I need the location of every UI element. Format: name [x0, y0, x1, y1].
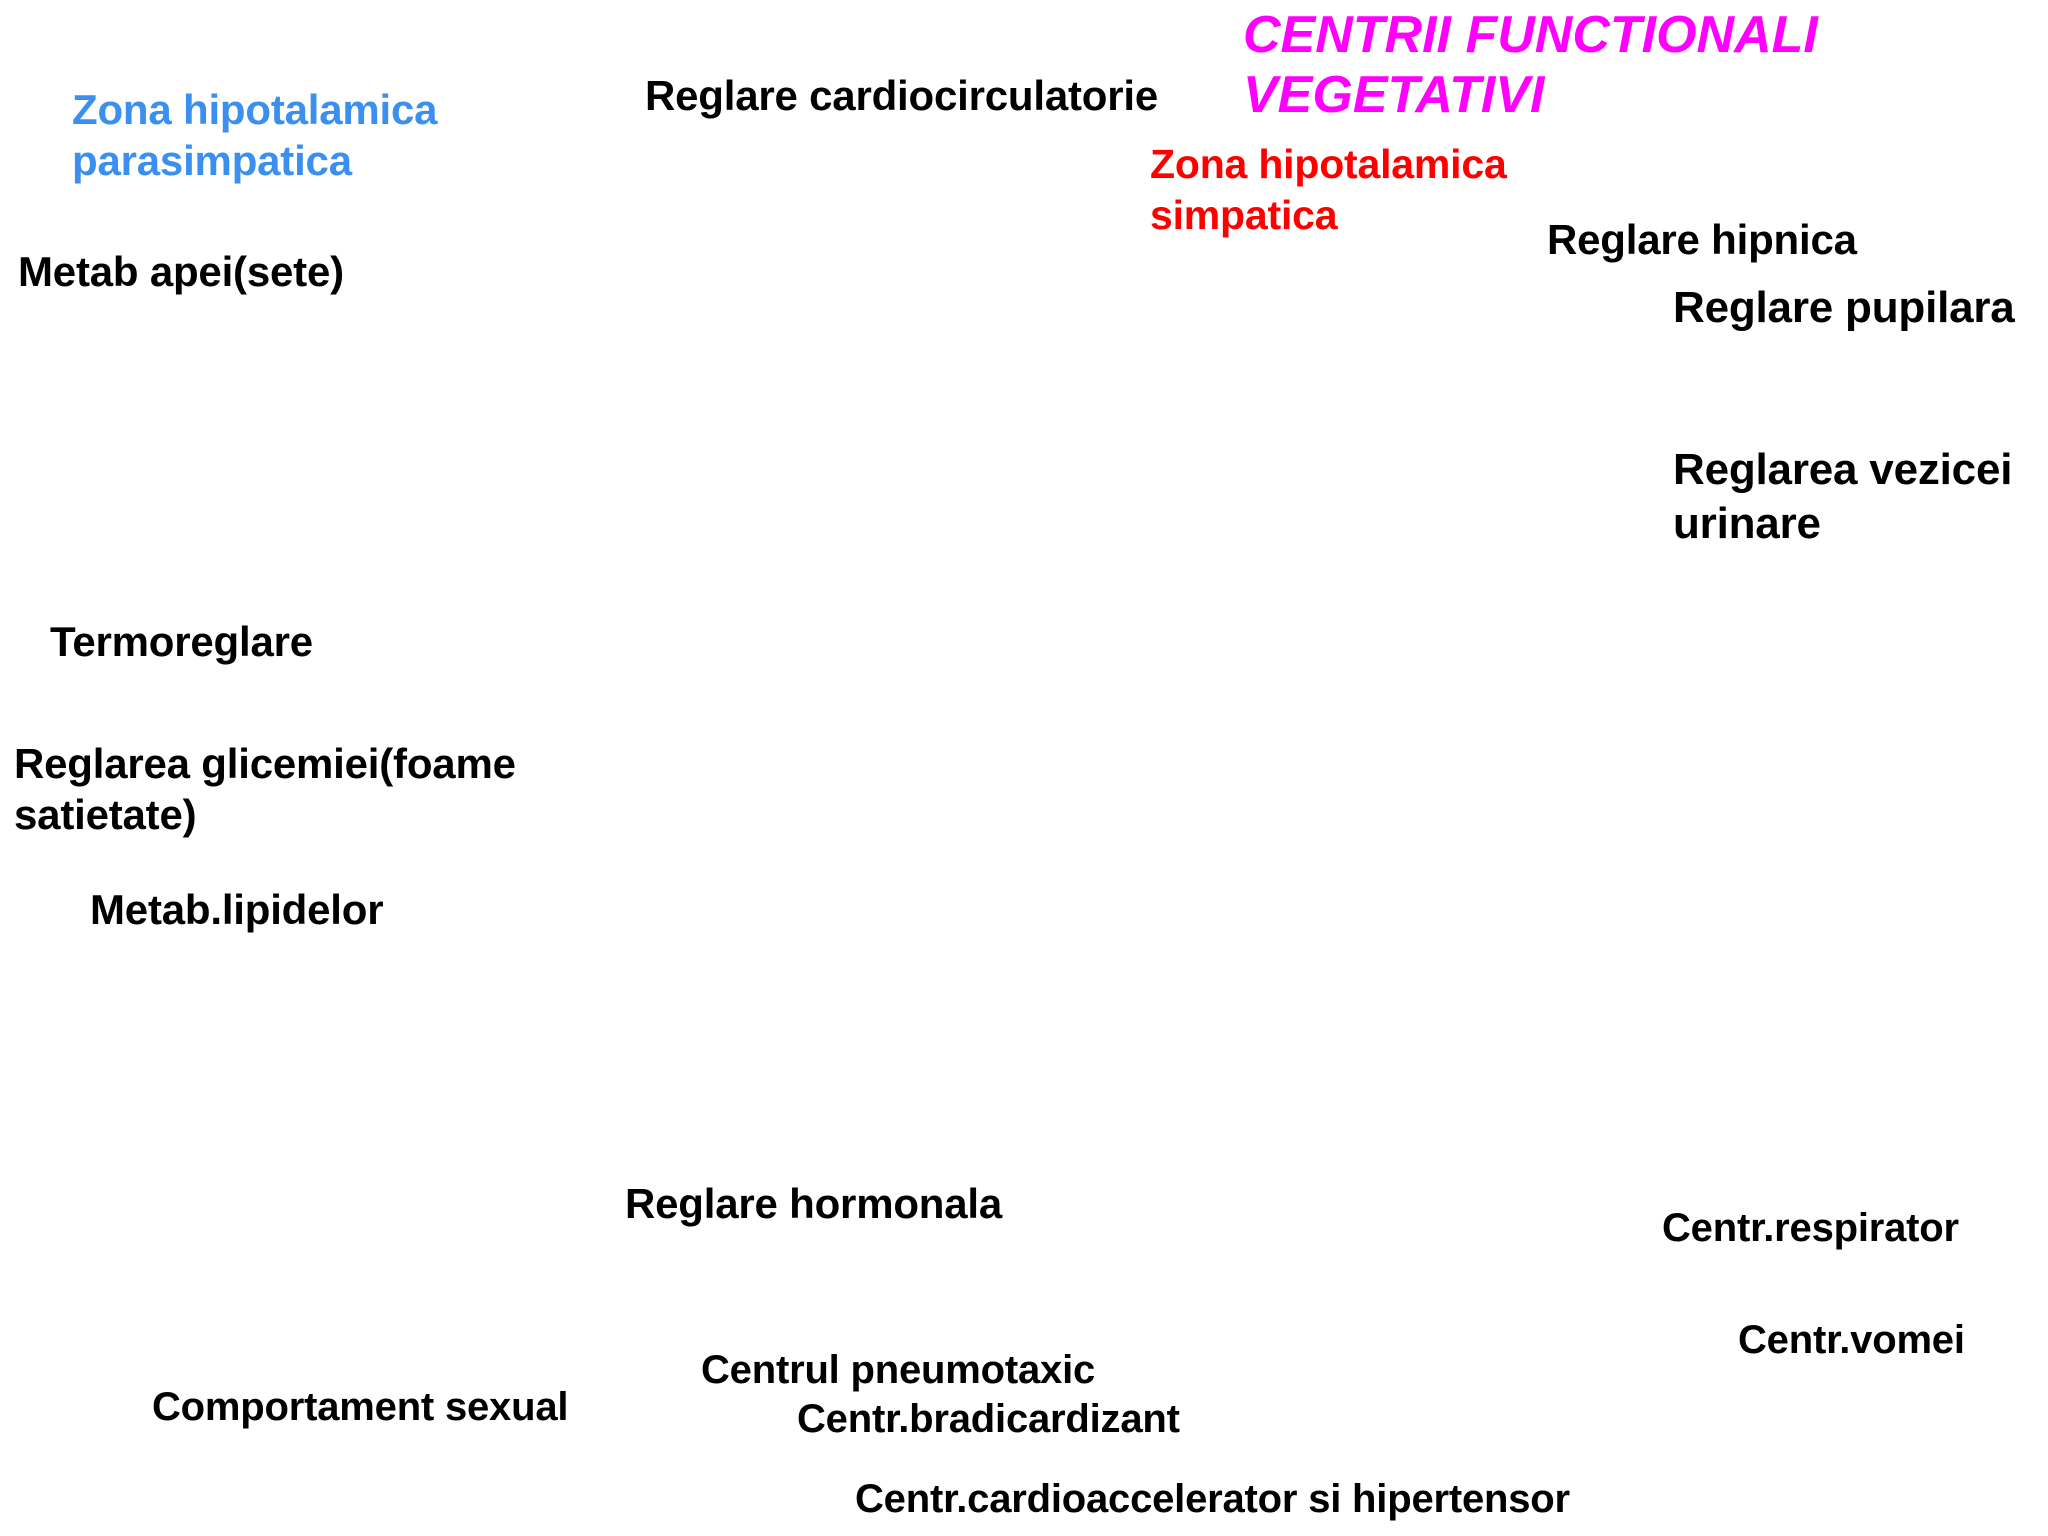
- label-comportament-sexual: Comportament sexual: [152, 1385, 569, 1429]
- label-termoreglare: Termoreglare: [50, 618, 313, 665]
- label-reglare-pupilara: Reglare pupilara: [1673, 283, 2015, 332]
- label-zona-hipotalamica-parasimpatica: Zona hipotalamica parasimpatica: [72, 86, 438, 185]
- label-centrul-pneumotaxic: Centrul pneumotaxic: [701, 1348, 1096, 1392]
- label-centr-respirator: Centr.respirator: [1662, 1206, 1959, 1250]
- slide-title: CENTRII FUNCTIONALI VEGETATIVI: [1243, 6, 1818, 124]
- label-centr-cardioaccelerator-si-hipertensor: Centr.cardioaccelerator si hipertensor: [855, 1477, 1570, 1521]
- label-reglare-hipnica: Reglare hipnica: [1547, 216, 1857, 263]
- label-reglarea-glicemiei: Reglarea glicemiei(foame satietate): [14, 740, 516, 839]
- label-metab-apei: Metab apei(sete): [18, 248, 344, 295]
- label-metab-lipidelor: Metab.lipidelor: [90, 886, 384, 933]
- label-centr-bradicardizant: Centr.bradicardizant: [797, 1397, 1180, 1441]
- label-zona-hipotalamica-simpatica: Zona hipotalamica simpatica: [1150, 141, 1507, 239]
- label-reglare-cardiocirculatorie: Reglare cardiocirculatorie: [645, 72, 1159, 119]
- label-centr-vomei: Centr.vomei: [1738, 1318, 1965, 1362]
- label-reglare-hormonala: Reglare hormonala: [625, 1180, 1003, 1227]
- label-reglarea-vezicei-urinare: Reglarea vezicei urinare: [1673, 445, 2013, 548]
